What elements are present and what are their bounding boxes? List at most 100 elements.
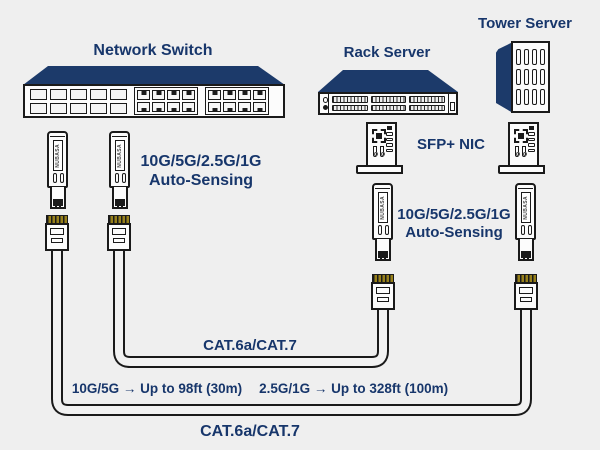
tower-vent-slot [540, 49, 545, 65]
network-switch-title: Network Switch [93, 42, 213, 59]
rj45-port [253, 102, 266, 112]
rj45-connector-3 [371, 274, 395, 310]
transceiver-slot [52, 173, 57, 183]
transceiver-plug [111, 187, 128, 209]
sfp-slot [50, 102, 67, 114]
rj45-port [223, 102, 236, 112]
sfp-slot [70, 88, 87, 100]
tower-vent-slot [516, 69, 521, 85]
rack-server-figure [318, 92, 458, 115]
rj45-port [238, 102, 251, 112]
nic-bar [527, 143, 535, 147]
nic-bar [527, 137, 535, 141]
rj45-port [253, 90, 266, 100]
transceiver-brand-label: NUBASA [52, 140, 63, 171]
cat-cable-long [51, 246, 532, 416]
transceiver-slot [59, 173, 64, 183]
network-switch-chassis-top [23, 66, 285, 85]
tower-vent-slot [516, 89, 521, 105]
rack-server-drive-bays [329, 94, 448, 113]
transceiver-slot [121, 173, 126, 183]
auto-sensing-note-right: 10G/5G/2.5G/1G Auto-Sensing [397, 206, 511, 241]
nic-bar [527, 148, 535, 152]
sfp-transceiver-3: NUBASA [372, 183, 393, 261]
tower-vent-slot [532, 69, 537, 85]
rj45-connector-body [371, 282, 395, 310]
transceiver-slot [527, 225, 532, 235]
rj45-connector-4 [514, 274, 538, 310]
rj45-port [152, 90, 165, 100]
sfp-slot [90, 88, 107, 100]
sfp-transceiver-1: NUBASA [47, 131, 68, 209]
transceiver-plug [517, 239, 534, 261]
nic-bar [385, 137, 393, 141]
tower-vent-slot [524, 49, 529, 65]
rj45-port [167, 90, 180, 100]
transceiver-plug [374, 239, 391, 261]
switch-rj45-group-2 [205, 87, 269, 115]
rack-server-front-controls [320, 94, 329, 113]
rack-sfp-nic-figure [366, 122, 397, 167]
nic-bar [385, 132, 393, 136]
sfp-slot [110, 102, 127, 114]
drive-bay [370, 104, 407, 111]
drive-bay [409, 96, 445, 103]
rack-server-right-cap [448, 94, 456, 113]
drive-bay [409, 104, 445, 111]
rj45-port [152, 102, 165, 112]
transceiver-latch [520, 250, 531, 260]
nic-capacitor [380, 146, 385, 157]
cable-label-upper: CAT.6a/CAT.7 [203, 337, 297, 354]
transceiver-brand-label: NUBASA [520, 192, 531, 223]
transceiver-latch [52, 198, 63, 208]
rack-server-title: Rack Server [343, 44, 431, 61]
nic-chip [514, 129, 528, 143]
tower-vent-slot [516, 49, 521, 65]
transceiver-slot [384, 225, 389, 235]
drive-bay [332, 104, 368, 111]
tower-vent-slot [540, 89, 545, 105]
sfp-transceiver-2: NUBASA [109, 131, 130, 209]
transceiver-plug [49, 187, 66, 209]
rj45-port [208, 90, 221, 100]
transceiver-slot [377, 225, 382, 235]
auto-sensing-note-left: 10G/5G/2.5G/1G Auto-Sensing [140, 153, 262, 189]
nic-bar [527, 132, 535, 136]
rj45-connector-1 [45, 215, 69, 251]
nic-component [387, 125, 392, 130]
rack-server-chassis-top [318, 70, 458, 92]
transceiver-slot [520, 225, 525, 235]
rj45-connector-2 [107, 215, 131, 251]
spec-10g-5g: 10G/5G → Up to 98ft (30m) [71, 381, 243, 396]
transceiver-brand-label: NUBASA [377, 192, 388, 223]
switch-sfp-slot-grid [30, 88, 127, 114]
tower-vent-slot [524, 89, 529, 105]
tower-vent-slot [532, 89, 537, 105]
transceiver-slot [114, 173, 119, 183]
cable-length-specs: 10G/5G → Up to 98ft (30m) 2.5G/1G → Up t… [40, 381, 480, 397]
tower-server-figure [511, 41, 550, 113]
sfp-slot [70, 102, 87, 114]
rj45-port [182, 102, 195, 112]
nic-capacitor [373, 146, 378, 157]
drive-bay [370, 96, 407, 103]
sfp-slot [110, 88, 127, 100]
sfp-slot [90, 102, 107, 114]
transceiver-latch [114, 198, 125, 208]
sfp-nic-label: SFP+ NIC [417, 136, 485, 153]
sfp-transceiver-4: NUBASA [515, 183, 536, 261]
rj45-connector-body [514, 282, 538, 310]
spec-2-5g-1g: 2.5G/1G → Up to 328ft (100m) [259, 381, 449, 396]
rj45-port [223, 90, 236, 100]
tower-server-title: Tower Server [478, 15, 572, 32]
nic-port-bars [527, 132, 535, 152]
rj45-port [137, 90, 150, 100]
rj45-port [137, 102, 150, 112]
sfp-slot [50, 88, 67, 100]
tower-vent-slot [524, 69, 529, 85]
tower-vent-slot [540, 69, 545, 85]
transceiver-body: NUBASA [109, 131, 130, 188]
sfp-slot [30, 88, 47, 100]
rj45-port [238, 90, 251, 100]
